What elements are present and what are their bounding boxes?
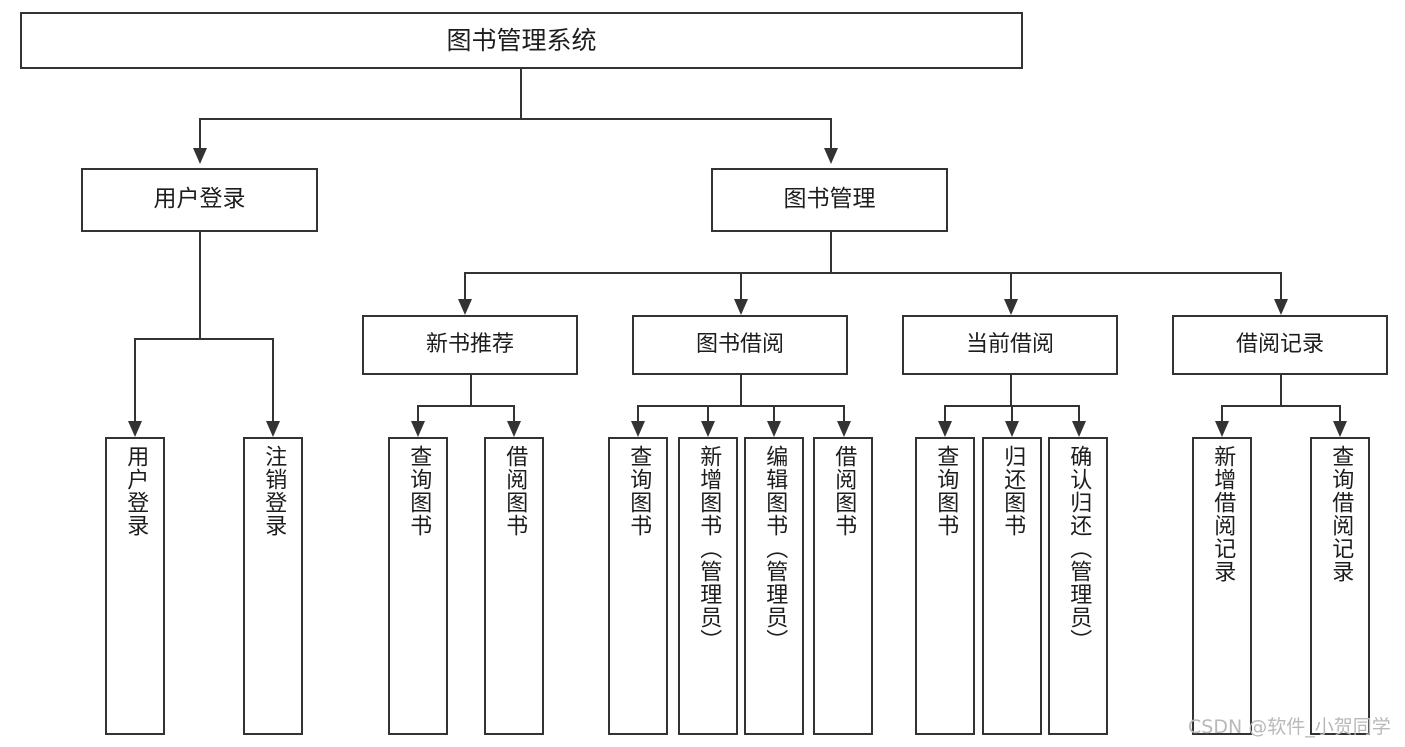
arrowhead-leaf-borrow-book-2 <box>837 421 851 437</box>
leaf-query-book-recommend[interactable]: 查询图书 <box>388 437 448 735</box>
node-root-system[interactable]: 图书管理系统 <box>20 12 1023 69</box>
node-current-borrow[interactable]: 当前借阅 <box>902 315 1118 375</box>
connector-current-borrow-branch-2 <box>1011 405 1013 421</box>
leaf-confirm-return-admin[interactable]: 确认归还（管理员） <box>1048 437 1108 735</box>
leaf-user-login[interactable]: 用户登录 <box>105 437 165 735</box>
connector-book-mgmt-stem <box>830 232 832 272</box>
connector-book-mgmt-branch-2 <box>740 272 742 299</box>
connector-user-login-branch-1 <box>134 338 136 421</box>
connector-current-borrow-branch-3 <box>1078 405 1080 421</box>
leaf-query-book-borrow[interactable]: 查询图书 <box>608 437 668 735</box>
arrowhead-book-mgmt <box>824 148 838 164</box>
leaf-add-book-admin[interactable]: 新增图书（管理员） <box>678 437 738 735</box>
connector-borrow-record-bus <box>1221 405 1339 407</box>
connector-new-book-bus <box>417 405 514 407</box>
connector-user-login-bus <box>134 338 273 340</box>
connector-root-bus <box>199 118 831 120</box>
node-book-management[interactable]: 图书管理 <box>711 168 948 232</box>
node-user-login[interactable]: 用户登录 <box>81 168 318 232</box>
leaf-query-book-current[interactable]: 查询图书 <box>915 437 975 735</box>
connector-root-to-user-login <box>199 118 201 148</box>
arrowhead-leaf-return-book <box>1005 421 1019 437</box>
leaf-label: 归还图书 <box>1000 445 1026 537</box>
connector-borrow-record-branch-2 <box>1339 405 1341 421</box>
node-label: 借阅记录 <box>1235 332 1324 358</box>
node-book-borrow[interactable]: 图书借阅 <box>632 315 848 375</box>
leaf-edit-book-admin[interactable]: 编辑图书（管理员） <box>744 437 804 735</box>
node-label: 用户登录 <box>153 186 246 213</box>
arrowhead-book-borrow <box>734 299 748 315</box>
leaf-label: 查询图书 <box>626 445 652 537</box>
leaf-label: 借阅图书 <box>502 445 528 537</box>
arrowhead-leaf-edit-book <box>767 421 781 437</box>
leaf-label: 确认归还（管理员） <box>1066 445 1092 652</box>
connector-borrow-record-stem <box>1280 375 1282 405</box>
leaf-query-borrow-record[interactable]: 查询借阅记录 <box>1310 437 1370 735</box>
leaf-label: 查询图书 <box>406 445 432 537</box>
arrowhead-leaf-query-book-1 <box>411 421 425 437</box>
node-label: 图书管理 <box>783 186 876 213</box>
arrowhead-leaf-logout <box>266 421 280 437</box>
connector-user-login-stem <box>199 232 201 338</box>
node-label: 新书推荐 <box>425 332 514 358</box>
leaf-label: 编辑图书（管理员） <box>762 445 788 652</box>
connector-new-book-branch-1 <box>417 405 419 421</box>
arrowhead-leaf-borrow-book-1 <box>507 421 521 437</box>
connector-book-mgmt-branch-3 <box>1010 272 1012 299</box>
connector-new-book-branch-2 <box>513 405 515 421</box>
arrowhead-leaf-query-book-3 <box>938 421 952 437</box>
node-label: 图书管理系统 <box>446 25 597 55</box>
arrowhead-leaf-add-record <box>1215 421 1229 437</box>
arrowhead-leaf-query-record <box>1333 421 1347 437</box>
leaf-label: 查询借阅记录 <box>1328 445 1354 583</box>
leaf-return-book[interactable]: 归还图书 <box>982 437 1042 735</box>
connector-book-borrow-stem <box>740 375 742 405</box>
connector-book-borrow-branch-1 <box>637 405 639 421</box>
node-new-book-recommend[interactable]: 新书推荐 <box>362 315 578 375</box>
connector-root-to-book-mgmt <box>830 118 832 148</box>
connector-borrow-record-branch-1 <box>1221 405 1223 421</box>
connector-book-borrow-bus <box>637 405 843 407</box>
leaf-label: 新增图书（管理员） <box>696 445 722 652</box>
leaf-label: 新增借阅记录 <box>1210 445 1236 583</box>
connector-book-mgmt-branch-4 <box>1280 272 1282 299</box>
node-borrow-record[interactable]: 借阅记录 <box>1172 315 1388 375</box>
leaf-label: 借阅图书 <box>831 445 857 537</box>
connector-book-mgmt-bus <box>464 272 1280 274</box>
connector-new-book-stem <box>470 375 472 405</box>
connector-user-login-branch-2 <box>272 338 274 421</box>
leaf-label: 用户登录 <box>123 445 149 537</box>
connector-root-stem <box>520 69 522 118</box>
arrowhead-leaf-query-book-2 <box>631 421 645 437</box>
connector-current-borrow-branch-1 <box>944 405 946 421</box>
leaf-logout[interactable]: 注销登录 <box>243 437 303 735</box>
leaf-add-borrow-record[interactable]: 新增借阅记录 <box>1192 437 1252 735</box>
node-label: 图书借阅 <box>695 332 784 358</box>
connector-book-mgmt-branch-1 <box>464 272 466 299</box>
connector-book-borrow-branch-4 <box>843 405 845 421</box>
arrowhead-user-login <box>193 148 207 164</box>
connector-book-borrow-branch-2 <box>707 405 709 421</box>
node-label: 当前借阅 <box>965 332 1054 358</box>
arrowhead-leaf-confirm-return <box>1072 421 1086 437</box>
arrowhead-borrow-record <box>1274 299 1288 315</box>
arrowhead-current-borrow <box>1004 299 1018 315</box>
leaf-label: 查询图书 <box>933 445 959 537</box>
leaf-label: 注销登录 <box>261 445 287 537</box>
leaf-borrow-book-recommend[interactable]: 借阅图书 <box>484 437 544 735</box>
connector-current-borrow-stem <box>1010 375 1012 405</box>
leaf-borrow-book[interactable]: 借阅图书 <box>813 437 873 735</box>
arrowhead-leaf-user-login <box>128 421 142 437</box>
arrowhead-leaf-add-book <box>701 421 715 437</box>
connector-book-borrow-branch-3 <box>773 405 775 421</box>
arrowhead-new-book-recommend <box>458 299 472 315</box>
